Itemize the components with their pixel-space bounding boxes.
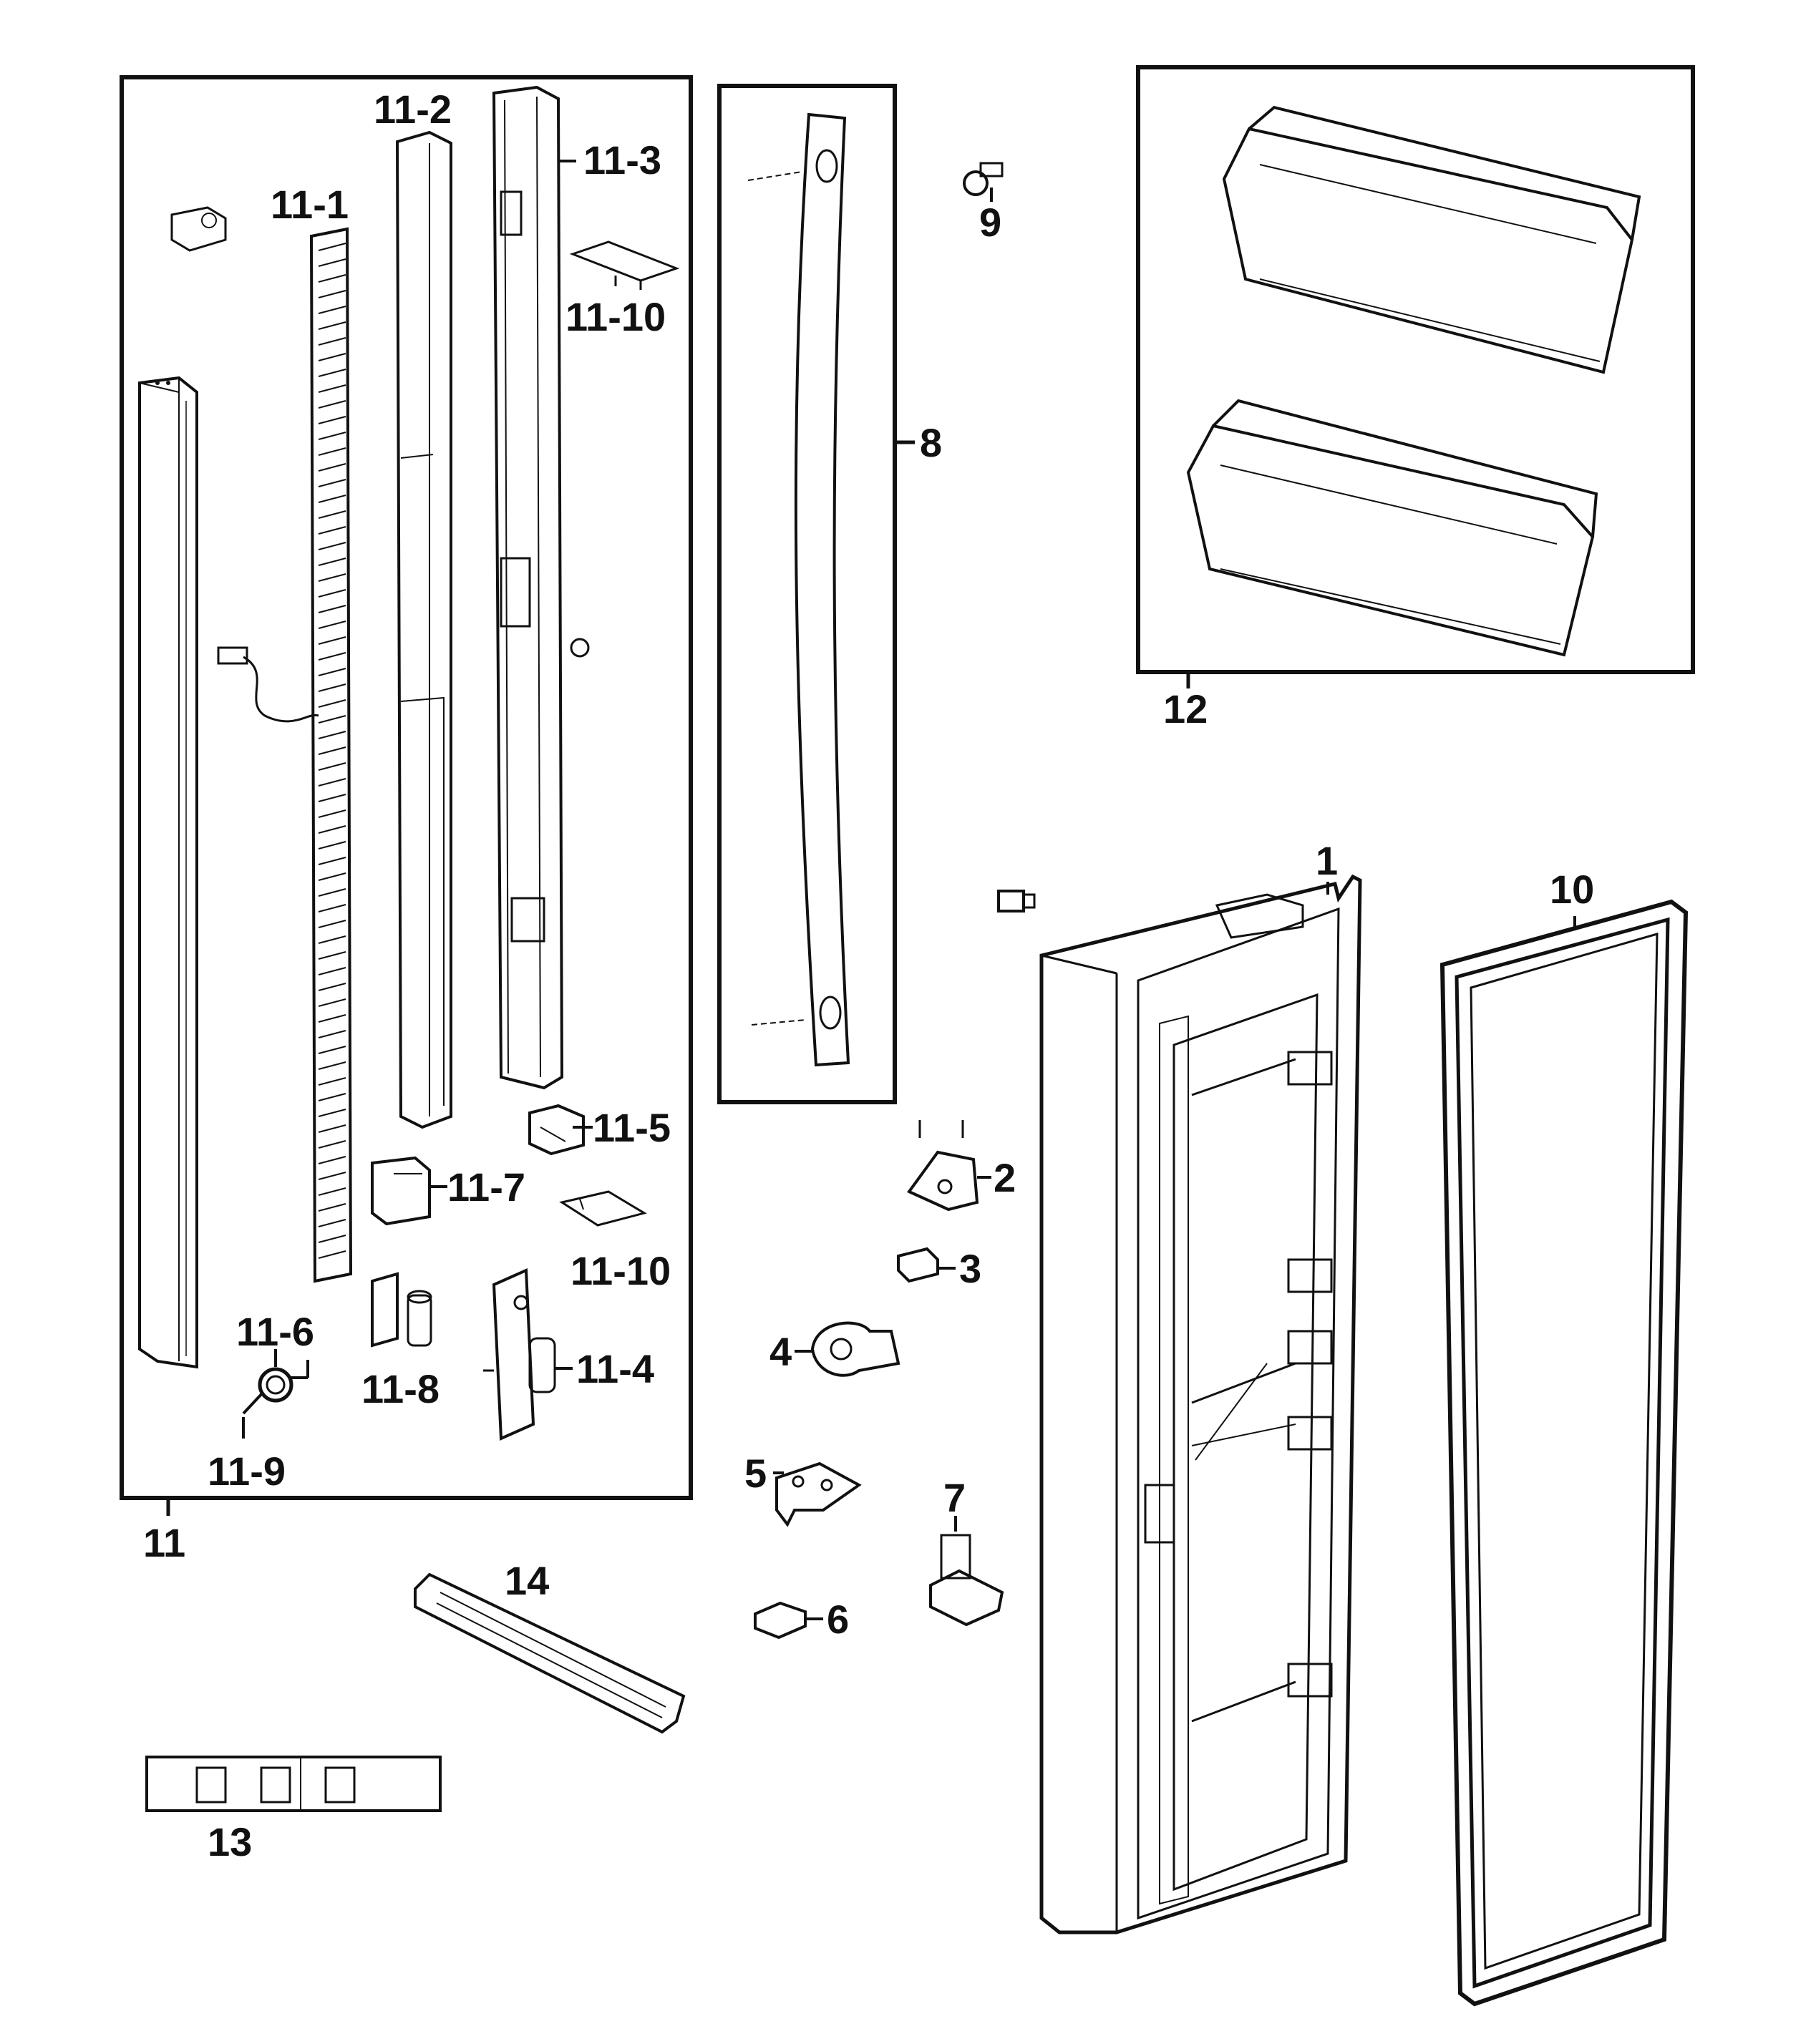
part-11-4-hinge — [483, 1267, 556, 1441]
label-9: 9 — [979, 200, 1001, 245]
small-bracket — [170, 206, 227, 252]
label-11-7: 11-7 — [447, 1164, 525, 1210]
label-13: 13 — [208, 1819, 252, 1864]
part-9-screw — [963, 162, 1004, 196]
part-1-screw — [997, 890, 1036, 912]
part-11-3-channel — [492, 85, 590, 1090]
part-13-led-board — [145, 1756, 442, 1812]
part-8-handle — [747, 112, 850, 1067]
label-6: 6 — [827, 1597, 849, 1642]
callout-labels: 11-2 11-3 11-1 11-10 11-5 11-7 11-10 11-… — [143, 87, 1594, 1864]
part-11-2-frame — [395, 130, 452, 1129]
label-11-9: 11-9 — [208, 1449, 286, 1494]
label-2: 2 — [994, 1155, 1016, 1200]
part-12-bin-upper — [1222, 105, 1641, 374]
part-6-pad — [754, 1601, 807, 1640]
label-11-6: 11-6 — [236, 1309, 314, 1354]
part-10-gasket — [1439, 899, 1689, 2007]
label-1: 1 — [1316, 838, 1338, 883]
label-11: 11 — [143, 1520, 185, 1565]
group-box-8 — [717, 84, 897, 1104]
wire-harness — [217, 646, 319, 723]
part-11-8-hinge — [371, 1272, 432, 1348]
label-3: 3 — [959, 1246, 981, 1291]
part-11-10-clip-bottom — [559, 1190, 647, 1227]
part-11-1-vent-strip — [309, 227, 353, 1283]
part-5-plate — [775, 1461, 862, 1527]
part-11-7-cover — [371, 1156, 431, 1226]
label-11-4: 11-4 — [576, 1346, 654, 1391]
label-11-3: 11-3 — [583, 137, 661, 182]
label-11-5: 11-5 — [593, 1105, 671, 1150]
label-7: 7 — [943, 1475, 966, 1520]
part-14-cover — [414, 1572, 686, 1734]
part-4-cam — [810, 1321, 900, 1377]
label-5: 5 — [744, 1451, 767, 1496]
label-11-10-bottom: 11-10 — [570, 1248, 671, 1293]
label-4: 4 — [769, 1329, 792, 1374]
part-12-bin-lower — [1186, 399, 1598, 657]
label-11-1: 11-1 — [271, 182, 349, 227]
label-10: 10 — [1550, 867, 1594, 912]
group-box-11 — [120, 75, 693, 1500]
part-11-strip — [138, 376, 198, 1369]
label-14: 14 — [505, 1558, 549, 1603]
part-3-block — [897, 1247, 939, 1283]
label-11-2: 11-2 — [374, 87, 452, 132]
label-11-10-top: 11-10 — [565, 294, 666, 339]
label-8: 8 — [920, 420, 942, 465]
label-12: 12 — [1163, 686, 1208, 731]
label-11-8: 11-8 — [361, 1366, 440, 1411]
group-box-12 — [1136, 65, 1695, 674]
part-1-door-liner — [1039, 874, 1362, 1934]
part-7-stopper — [929, 1534, 1004, 1627]
part-11-10-clip-top — [569, 240, 680, 290]
part-11-6-spring — [242, 1360, 309, 1415]
part-2-bracket — [906, 1120, 979, 1212]
part-11-5-block — [528, 1104, 585, 1156]
